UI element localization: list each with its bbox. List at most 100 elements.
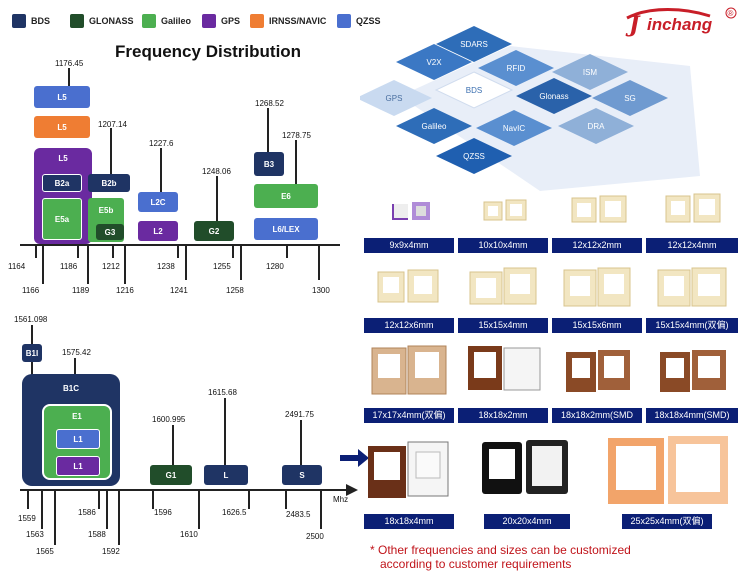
tick <box>106 489 108 529</box>
product-15x15x4 <box>458 262 548 314</box>
product-18x18x2-smd <box>552 340 642 406</box>
node-sdars: SDARS <box>460 40 488 49</box>
block-label: E5b <box>98 206 114 215</box>
tick-1588: 1588 <box>88 530 106 539</box>
tick <box>118 489 120 545</box>
product-label: 10x10x4mm <box>458 238 548 253</box>
lower-axis <box>20 489 348 491</box>
tick <box>285 489 287 509</box>
antenna-image <box>392 202 430 220</box>
tick-1563: 1563 <box>26 530 44 539</box>
tick-1189: 1189 <box>72 286 90 295</box>
tick <box>185 244 187 280</box>
freq-line <box>31 325 33 345</box>
antenna-image <box>665 193 721 223</box>
product-label: 20x20x4mm <box>484 514 570 529</box>
product-label: 15x15x4mm(双偏) <box>646 318 738 333</box>
tick <box>41 489 43 529</box>
node-bds: BDS <box>466 86 482 95</box>
tick <box>177 244 179 258</box>
legend-label: IRNSS/NAVIC <box>269 16 327 26</box>
brand-logo-icon: J inchang ® <box>625 7 737 38</box>
tick <box>248 489 250 509</box>
antenna-image <box>377 269 439 303</box>
product-20x20x4 <box>476 436 576 512</box>
freq-1248: 1248.06 <box>202 167 231 176</box>
freq-1561: 1561.098 <box>14 315 48 324</box>
freq-1615: 1615.68 <box>208 388 237 397</box>
product-label: 12x12x6mm <box>364 318 454 333</box>
freq-line <box>216 176 218 222</box>
tick <box>98 489 100 509</box>
antenna-image <box>563 267 631 307</box>
tick-1255: 1255 <box>213 262 231 271</box>
upper-axis <box>20 244 340 246</box>
antenna-image <box>657 267 727 307</box>
freq-line <box>224 398 226 465</box>
tick-2500: 2500 <box>306 532 324 541</box>
antenna-image <box>468 346 541 391</box>
freq-line <box>300 420 302 465</box>
product-label: 17x17x4mm(双偏) <box>364 408 454 423</box>
tick-1164: 1164 <box>8 262 26 271</box>
freq-line <box>172 425 174 465</box>
product-label: 18x18x4mm(SMD) <box>646 408 738 423</box>
block-g1: G1 <box>150 465 192 485</box>
antenna-image <box>482 440 568 494</box>
freq-line <box>74 358 76 374</box>
antenna-image <box>571 195 627 223</box>
tick <box>42 244 44 284</box>
product-9x9x4 <box>364 192 454 237</box>
block-l5-navic: L5 <box>34 116 90 138</box>
legend-label: GLONASS <box>89 16 134 26</box>
product-label: 15x15x6mm <box>552 318 642 333</box>
tick <box>240 244 242 280</box>
tick-1596: 1596 <box>154 508 172 517</box>
product-label: 15x15x4mm <box>458 318 548 333</box>
tick <box>77 244 79 258</box>
legend-label: QZSS <box>356 16 381 26</box>
product-15x15x6 <box>552 262 642 314</box>
node-navic: NavIC <box>503 124 525 133</box>
block-l6lex: L6/LEX <box>254 218 318 240</box>
freq-1600: 1600.995 <box>152 415 186 424</box>
node-dra: DRA <box>588 122 606 131</box>
block-l: L <box>204 465 248 485</box>
freq-line <box>295 140 297 186</box>
product-label: 12x12x4mm <box>646 238 738 253</box>
block-l1-gps: L1 <box>56 456 100 476</box>
legend-galileo: Galileo <box>142 14 191 28</box>
block-l1-qzss: L1 <box>56 429 100 449</box>
tick-1238: 1238 <box>157 262 175 271</box>
block-s: S <box>282 465 322 485</box>
antenna-image <box>608 436 728 504</box>
product-25x25x4-dual <box>602 432 734 512</box>
tick <box>87 244 89 284</box>
node-v2x: V2X <box>426 58 442 67</box>
product-label: 12x12x2mm <box>552 238 642 253</box>
product-12x12x2 <box>552 186 642 236</box>
tick <box>152 489 154 509</box>
node-gps: GPS <box>386 94 403 103</box>
node-ism: ISM <box>583 68 598 77</box>
note-line-1: * Other frequencies and sizes can be cus… <box>370 543 631 557</box>
tick <box>320 489 322 529</box>
diamond-grid: SDARS V2X RFID ISM GPS BDS Glonass SG Ga… <box>356 26 700 191</box>
node-sg: SG <box>624 94 636 103</box>
block-label: L5 <box>58 154 68 163</box>
freq-1176: 1176.45 <box>55 59 84 68</box>
tick <box>198 489 200 529</box>
tick-1166: 1166 <box>22 286 40 295</box>
block-b2b: B2b <box>88 174 130 192</box>
tick-1212: 1212 <box>102 262 120 271</box>
legend-qzss: QZSS <box>337 14 381 28</box>
node-galileo: Galileo <box>422 122 447 131</box>
product-10x10x4 <box>458 188 548 236</box>
block-e5a: E5a <box>42 198 82 240</box>
tick <box>27 489 29 509</box>
block-g3: G3 <box>96 224 124 240</box>
note-line-2: according to customer requirements <box>380 557 572 571</box>
product-12x12x6 <box>364 262 454 314</box>
freq-1227: 1227.6 <box>149 139 174 148</box>
product-label: 18x18x2mm(SMD <box>552 408 642 423</box>
